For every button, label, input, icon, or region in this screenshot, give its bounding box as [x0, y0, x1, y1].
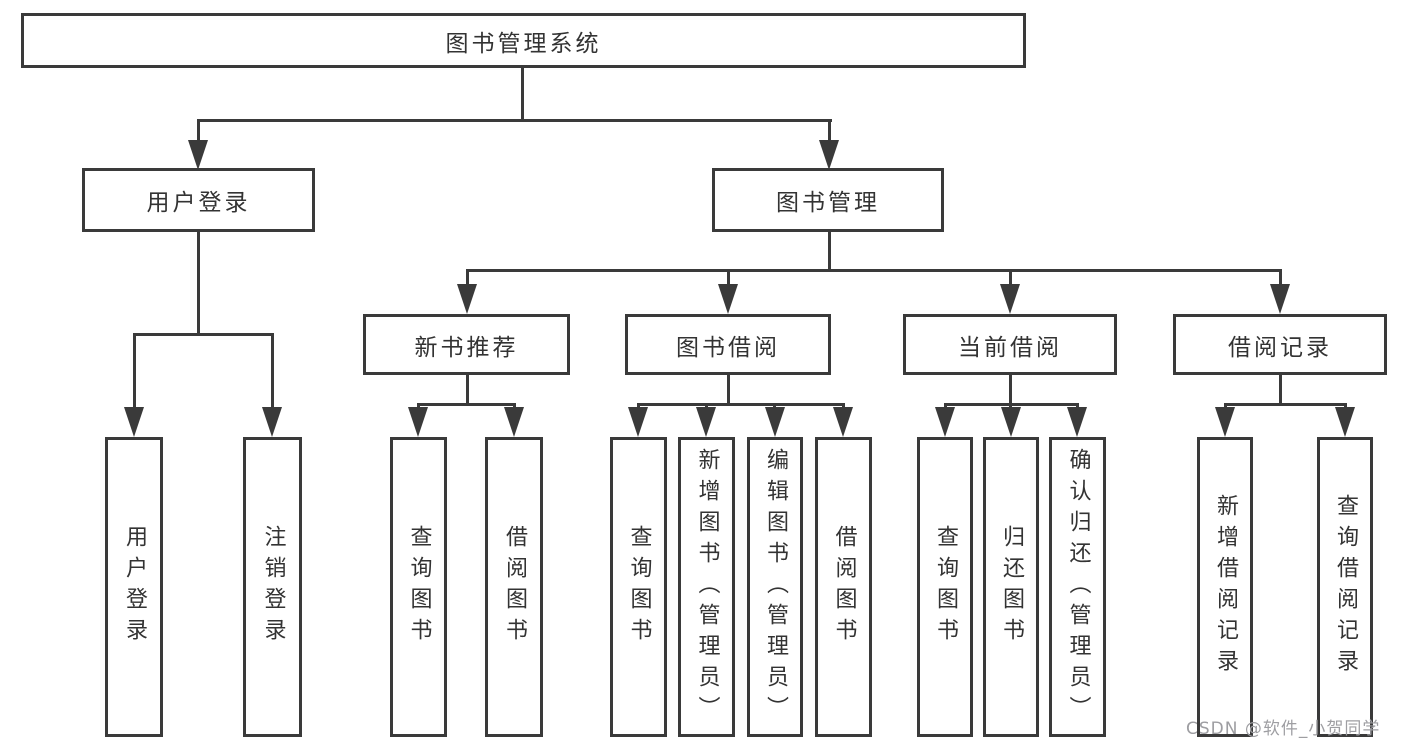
- leaf-cur-return-books: 归还图书: [983, 437, 1039, 737]
- connector-borrowing-records-rail: [1224, 403, 1347, 406]
- arrowhead-leaf-user-login-icon: [124, 407, 144, 437]
- node-library-system: 图书管理系统: [21, 13, 1026, 68]
- arrowhead-user-login-icon: [188, 140, 208, 170]
- leaf-query-borrow-record: 查询借阅记录: [1317, 437, 1373, 737]
- connector-drop-new-book-rec: [466, 269, 469, 287]
- node-new-book-recommendation: 新书推荐: [363, 314, 570, 375]
- arrowhead-rec-query-icon: [408, 407, 428, 437]
- leaf-user-login: 用户登录: [105, 437, 163, 737]
- leaf-logout: 注销登录: [243, 437, 302, 737]
- arrowhead-cur-confirm-icon: [1067, 407, 1087, 437]
- leaf-bor-borrow-books: 借阅图书: [815, 437, 872, 737]
- arrowhead-rec-borrow-icon: [504, 407, 524, 437]
- arrowhead-book-borrowing-icon: [718, 284, 738, 314]
- leaf-cur-confirm-return-admin-label: 确认归还（管理员）: [1065, 447, 1091, 727]
- connector-drop-current-borrowing: [1009, 269, 1012, 287]
- leaf-cur-return-books-label: 归还图书: [999, 525, 1024, 649]
- leaf-bor-edit-books-admin-label: 编辑图书（管理员）: [763, 447, 788, 727]
- leaf-rec-borrow-books: 借阅图书: [485, 437, 543, 737]
- arrowhead-bor-edit-icon: [765, 407, 785, 437]
- connector-user-login-stem: [197, 232, 200, 336]
- node-user-login: 用户登录: [82, 168, 315, 232]
- connector-drop-book-management: [828, 119, 831, 142]
- connector-book-borrowing-rail: [637, 403, 845, 406]
- connector-drop-user-login: [197, 119, 200, 142]
- leaf-add-borrow-record: 新增借阅记录: [1197, 437, 1253, 737]
- arrowhead-current-borrowing-icon: [1000, 284, 1020, 314]
- connector-borrowing-records-stem: [1279, 373, 1282, 406]
- node-current-borrowing: 当前借阅: [903, 314, 1117, 375]
- node-borrowing-records: 借阅记录: [1173, 314, 1387, 375]
- connector-new-book-rec-rail: [417, 403, 516, 406]
- node-user-login-label: 用户登录: [146, 190, 251, 216]
- connector-drop-borrowing-records: [1279, 269, 1282, 287]
- node-library-system-label: 图书管理系统: [445, 30, 602, 57]
- connector-book-management-rail: [466, 269, 1282, 272]
- leaf-user-login-label: 用户登录: [122, 525, 147, 649]
- connector-book-management-stem: [828, 232, 831, 272]
- arrowhead-book-management-icon: [819, 140, 839, 170]
- arrowhead-bor-query-icon: [628, 407, 648, 437]
- node-book-borrowing: 图书借阅: [625, 314, 831, 375]
- connector-drop-leaf-logout: [271, 333, 274, 410]
- arrowhead-bor-borrow-icon: [833, 407, 853, 437]
- connector-drop-book-borrowing: [727, 269, 730, 287]
- leaf-rec-borrow-books-label: 借阅图书: [502, 525, 527, 649]
- connector-drop-leaf-user-login: [133, 333, 136, 410]
- node-borrowing-records-label: 借阅记录: [1228, 334, 1332, 361]
- arrowhead-record-query-icon: [1335, 407, 1355, 437]
- node-new-book-recommendation-label: 新书推荐: [414, 334, 519, 361]
- arrowhead-bor-add-icon: [696, 407, 716, 437]
- watermark: CSDN @软件_小贺同学: [1186, 719, 1381, 739]
- node-book-management-label: 图书管理: [776, 190, 880, 216]
- leaf-bor-query-books-label: 查询图书: [626, 525, 652, 649]
- leaf-cur-query-books-label: 查询图书: [933, 525, 958, 649]
- leaf-bor-add-books-admin: 新增图书（管理员）: [678, 437, 735, 737]
- connector-book-borrowing-stem: [727, 373, 730, 406]
- node-book-management: 图书管理: [712, 168, 944, 232]
- connector-new-book-rec-stem: [466, 373, 469, 406]
- leaf-bor-query-books: 查询图书: [610, 437, 667, 737]
- arrowhead-new-book-rec-icon: [457, 284, 477, 314]
- connector-user-login-rail: [133, 333, 274, 336]
- node-book-borrowing-label: 图书借阅: [676, 334, 780, 361]
- leaf-bor-borrow-books-label: 借阅图书: [831, 525, 857, 649]
- leaf-rec-query-books: 查询图书: [390, 437, 447, 737]
- leaf-rec-query-books-label: 查询图书: [406, 525, 432, 649]
- leaf-cur-query-books: 查询图书: [917, 437, 973, 737]
- connector-root-stem: [521, 68, 524, 120]
- arrowhead-borrowing-records-icon: [1270, 284, 1290, 314]
- arrowhead-cur-return-icon: [1001, 407, 1021, 437]
- connector-root-rail: [197, 119, 832, 122]
- connector-current-borrowing-stem: [1009, 373, 1012, 406]
- arrowhead-leaf-logout-icon: [262, 407, 282, 437]
- arrowhead-cur-query-icon: [935, 407, 955, 437]
- leaf-logout-label: 注销登录: [260, 525, 286, 649]
- arrowhead-record-add-icon: [1215, 407, 1235, 437]
- leaf-bor-add-books-admin-label: 新增图书（管理员）: [694, 447, 720, 727]
- leaf-bor-edit-books-admin: 编辑图书（管理员）: [747, 437, 803, 737]
- leaf-cur-confirm-return-admin: 确认归还（管理员）: [1049, 437, 1106, 737]
- leaf-query-borrow-record-label: 查询借阅记录: [1333, 494, 1358, 680]
- node-current-borrowing-label: 当前借阅: [958, 334, 1062, 361]
- leaf-add-borrow-record-label: 新增借阅记录: [1213, 494, 1238, 680]
